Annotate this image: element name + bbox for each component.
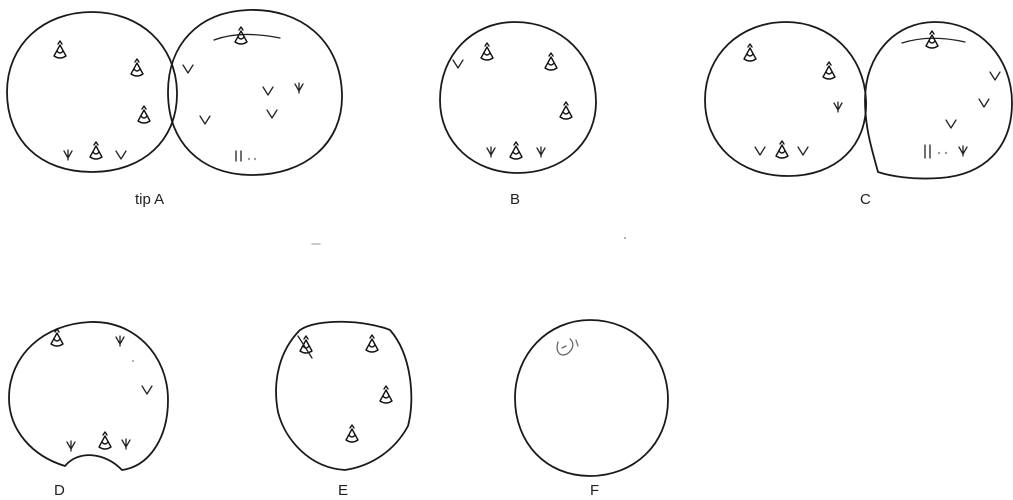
trace-mark-icon: [267, 110, 277, 118]
section-f: F: [515, 320, 668, 499]
vascular-bundle-icon: [90, 142, 102, 159]
trace-mark-icon: [116, 151, 126, 159]
label-c: C: [860, 191, 871, 208]
trace-mark-icon: [200, 116, 210, 124]
vascular-bundle-icon: [300, 336, 312, 353]
section-d: D: [9, 322, 168, 499]
vascular-bundle-icon: [545, 53, 557, 70]
vascular-bundle-icon: [481, 43, 493, 60]
trace-mark-icon: [64, 150, 72, 160]
vascular-bundle-icon: [776, 141, 788, 158]
trace-mark-icon: [295, 83, 303, 93]
trace-mark-icon: [834, 102, 842, 112]
trace-mark-icon: [798, 147, 808, 155]
trace-mark-icon: [67, 441, 75, 451]
vascular-bundle-icon: [138, 106, 150, 123]
trace-mark-icon: [183, 65, 193, 73]
vascular-bundle-icon: [926, 31, 938, 48]
section-e: E: [276, 322, 411, 499]
section-c: C: [705, 22, 1012, 208]
section-d-outline: [9, 322, 168, 470]
vascular-bundle-icon: [823, 62, 835, 79]
vascular-bundle-icon: [366, 335, 378, 352]
vascular-bundle-icon: [99, 432, 111, 449]
vascular-bundle-icon: [744, 44, 756, 61]
vascular-bundle-icon: [54, 41, 66, 58]
trace-mark-icon: [116, 336, 124, 346]
vascular-bundle-icon: [510, 142, 522, 159]
trace-mark-icon: [979, 99, 989, 107]
trace-mark-icon: [122, 439, 130, 449]
trace-mark-icon: [537, 147, 545, 157]
label-f: F: [590, 482, 599, 499]
trace-mark-icon: [263, 87, 273, 95]
trace-mark-icon: [487, 147, 495, 157]
section-b: B: [440, 22, 596, 208]
label-e: E: [338, 482, 348, 499]
vascular-bundle-icon: [131, 59, 143, 76]
trace-mark-icon: [453, 60, 463, 68]
label-b: B: [510, 191, 520, 208]
vascular-bundle-icon: [560, 102, 572, 119]
trace-mark-icon: [142, 386, 152, 394]
label-d: D: [54, 482, 65, 499]
vascular-bundle-icon: [346, 425, 358, 442]
section-a-left-outline: [7, 12, 177, 172]
trace-mark-icon: [959, 146, 967, 156]
vascular-bundle-icon: [380, 386, 392, 403]
section-f-outline: [515, 320, 668, 476]
trace-mark-icon: [946, 120, 956, 128]
section-a: tip A: [7, 10, 342, 208]
trace-mark-icon: [990, 72, 1000, 80]
section-e-outline: [276, 322, 411, 470]
label-a: tip A: [135, 191, 164, 208]
trace-mark-icon: [755, 147, 765, 155]
